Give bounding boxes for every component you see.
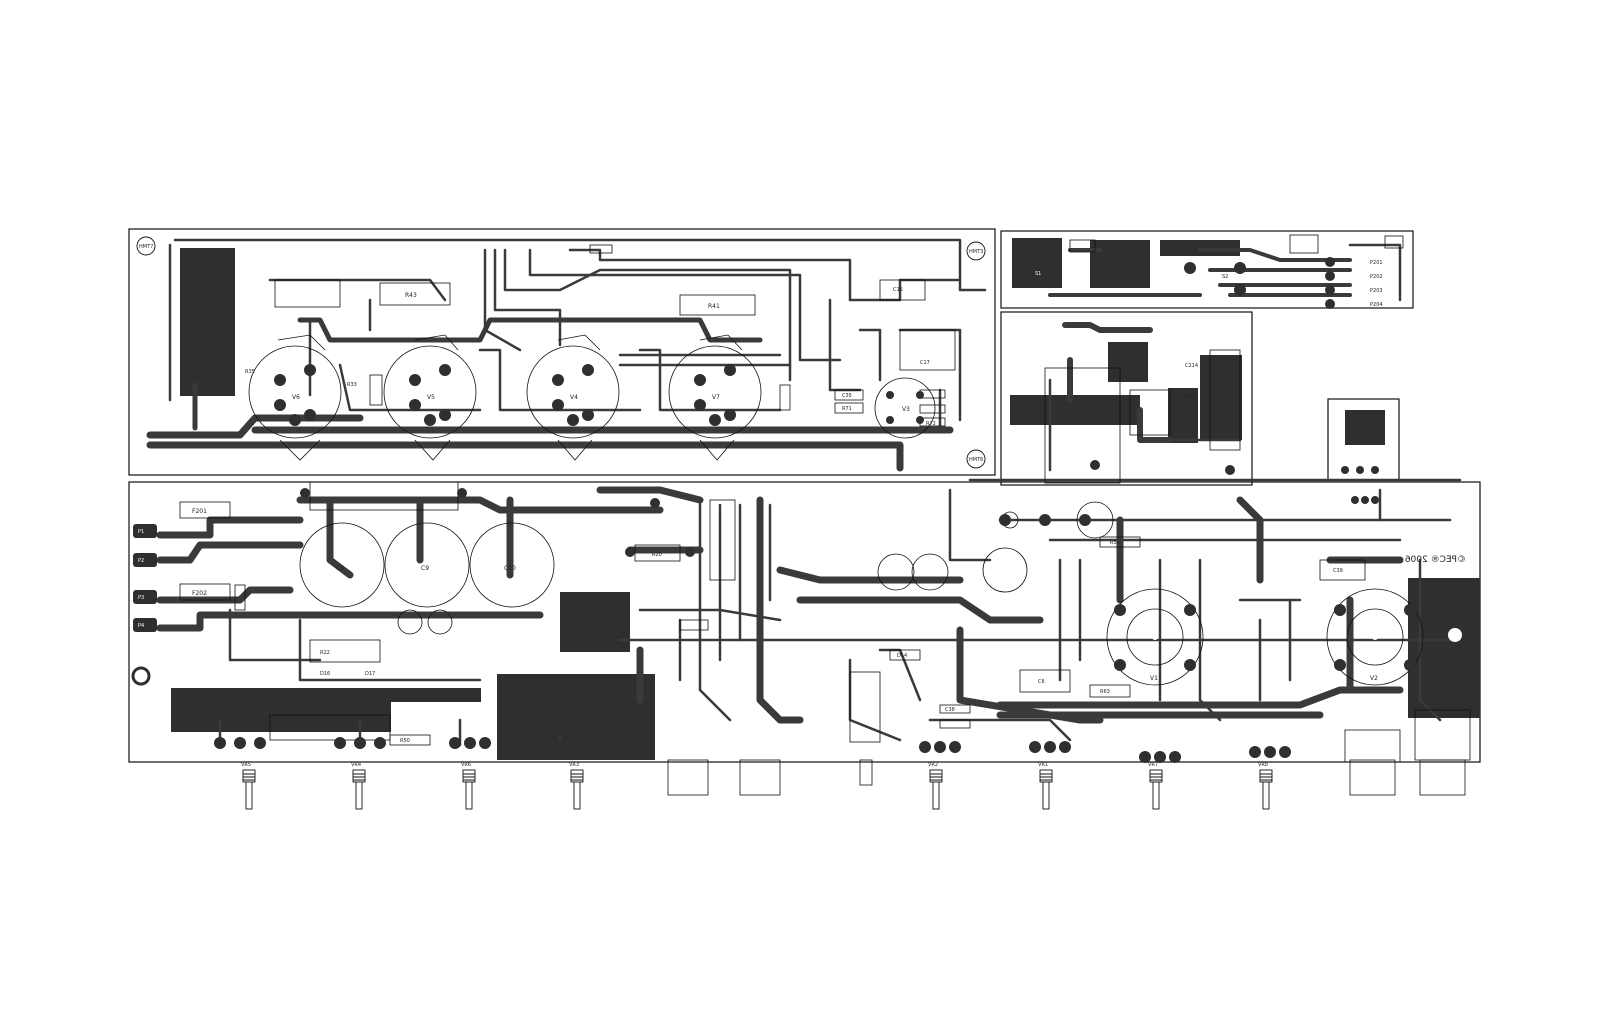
tube-label: V4 xyxy=(570,394,578,401)
mounting-hole xyxy=(136,236,156,256)
switch-label: S2 xyxy=(1222,274,1228,280)
cap-label: C214 xyxy=(1185,363,1198,369)
cap-label: C8 xyxy=(336,565,344,572)
tube-socket-v4 xyxy=(526,334,620,461)
fuse-label: F201 xyxy=(192,508,207,515)
mounting-hole-label: HMT6 xyxy=(969,457,983,463)
cap-label: C35 xyxy=(842,393,852,399)
cap-label: C215 xyxy=(1183,394,1196,400)
resistor-label: R22 xyxy=(320,650,330,656)
tube-socket-v6 xyxy=(248,334,342,461)
pot-vr4[interactable] xyxy=(352,769,366,810)
connector-label: P204 xyxy=(1370,302,1383,308)
pot-vr8[interactable] xyxy=(1259,769,1273,810)
resistor-label: R71 xyxy=(842,406,852,412)
connector-tab xyxy=(133,553,157,567)
pot-label: VR1 xyxy=(1038,762,1048,768)
connector-label: P202 xyxy=(1370,274,1383,280)
connector-label: P1 xyxy=(138,529,144,535)
pot-vr5[interactable] xyxy=(242,769,256,810)
pot-label: VR4 xyxy=(351,762,361,768)
switch-label: S1 xyxy=(1035,271,1041,277)
connector-label: P2 xyxy=(138,558,144,564)
resistor-label: R20 xyxy=(652,552,662,558)
mounting-hole-label: HMT7 xyxy=(139,244,153,250)
resistor-label: R63 xyxy=(1100,689,1110,695)
connector-label: P203 xyxy=(1370,288,1383,294)
board-outlines xyxy=(128,228,1481,763)
cap-label: C10 xyxy=(504,565,516,572)
mounting-hole-label: HMT3 xyxy=(969,249,983,255)
power-tube-label: V1 xyxy=(1150,675,1158,682)
connector-label: P3 xyxy=(138,595,144,601)
pot-shafts xyxy=(242,769,1273,810)
mounting-hole xyxy=(966,449,986,469)
pad-holes xyxy=(291,391,1462,642)
diode-label: D16 xyxy=(320,671,330,677)
mounting-holes: HMT7 HMT3 HMT6 xyxy=(136,236,986,469)
pot-vr1[interactable] xyxy=(1039,769,1053,810)
copper-pours xyxy=(171,238,1480,760)
connector-tab xyxy=(133,618,157,632)
pot-vr7[interactable] xyxy=(1149,769,1163,810)
resistor-label: R72 xyxy=(926,421,936,427)
fuse-label: F202 xyxy=(192,590,207,597)
connector-label: P4 xyxy=(138,623,144,629)
preamp-board-outline xyxy=(128,228,996,476)
cap-label: C39 xyxy=(1333,568,1343,574)
resistor-label: R43 xyxy=(405,292,417,299)
switch-board-outline xyxy=(1000,230,1414,309)
diode-label: D17 xyxy=(365,671,375,677)
resistor-label: R56 xyxy=(1110,540,1120,546)
component-labels: V6 V5 V4 V7 V3 V1 V2 R43 R41 R35 R33 C16… xyxy=(138,260,1383,768)
tube-label: V6 xyxy=(292,394,300,401)
rectifier-board-outline xyxy=(1000,311,1253,486)
tube-label: V3 xyxy=(902,406,910,413)
tube-socket-v5 xyxy=(383,334,477,461)
resistor-label: R35 xyxy=(245,369,255,375)
resistor-label: R33 xyxy=(347,382,357,388)
pot-label: VR2 xyxy=(928,762,938,768)
tube-label: V7 xyxy=(712,394,720,401)
connector-tabs xyxy=(131,524,157,686)
power-tube-label: V2 xyxy=(1370,675,1378,682)
pot-vr6[interactable] xyxy=(462,769,476,810)
resistor-label: R41 xyxy=(708,303,720,310)
diode-label: D14 xyxy=(897,653,907,659)
connector-tab xyxy=(133,524,157,538)
mounting-hole xyxy=(966,241,986,261)
pot-label: VR3 xyxy=(569,762,579,768)
cap-label: C38 xyxy=(945,707,955,713)
tube-label: V5 xyxy=(427,394,435,401)
pads xyxy=(214,257,1416,763)
cap-label: C16 xyxy=(893,287,903,293)
cap-label: C6 xyxy=(1038,679,1045,685)
pot-label: VR5 xyxy=(241,762,251,768)
component-outlines xyxy=(179,234,1471,796)
tube-socket-v3 xyxy=(874,377,936,439)
pcb-traces xyxy=(146,238,1462,752)
cap-label: C9 xyxy=(421,565,429,572)
tube-socket-v7 xyxy=(668,334,762,461)
pot-label: VR7 xyxy=(1148,762,1158,768)
cap-label: C17 xyxy=(920,360,930,366)
resistor-label: R50 xyxy=(400,738,410,744)
pot-label: VR6 xyxy=(461,762,471,768)
copyright-text: ©PEC® 2006 xyxy=(1405,555,1466,565)
connector-ring xyxy=(131,666,151,686)
pot-vr2[interactable] xyxy=(929,769,943,810)
pot-vr3[interactable] xyxy=(570,769,584,810)
connector-label: P201 xyxy=(1370,260,1383,266)
pot-label: VR8 xyxy=(1258,762,1268,768)
connector-tab xyxy=(133,590,157,604)
copyright-mark: ©PEC® 2006 xyxy=(1405,555,1466,565)
